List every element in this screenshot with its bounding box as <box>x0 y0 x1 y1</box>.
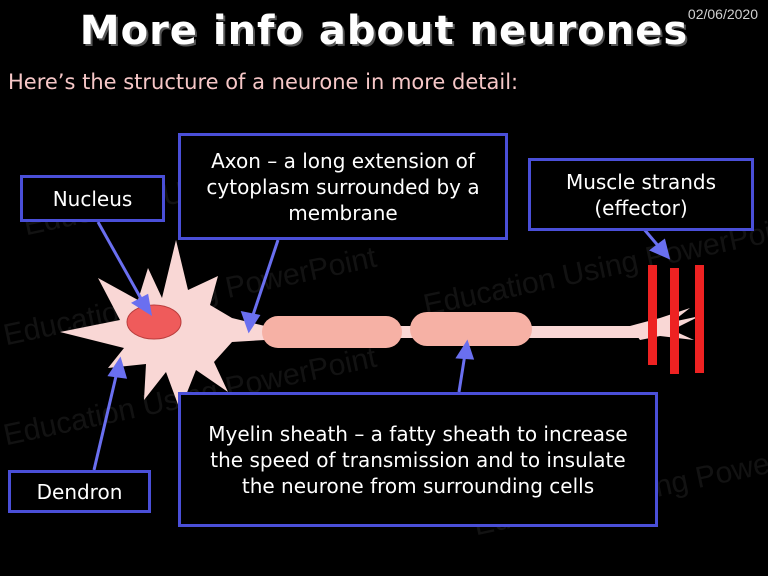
nucleus <box>126 304 182 340</box>
page-subtitle: Here’s the structure of a neurone in mor… <box>8 70 519 94</box>
axon-arrowhead <box>240 311 261 334</box>
myelin-label-text: Myelin sheath – a fatty sheath to increa… <box>208 421 628 498</box>
muscle-strand <box>648 265 657 365</box>
myelin-segment <box>262 316 402 348</box>
myelin-arrowhead <box>455 339 475 360</box>
dendron-label: Dendron <box>8 470 151 513</box>
myelin-segment <box>410 312 532 346</box>
axon-label-text: Axon – a long extension of cytoplasm sur… <box>206 148 480 225</box>
nucleus-arrow <box>96 221 146 305</box>
slide-date: 02/06/2020 <box>687 6 758 22</box>
axon-label: Axon – a long extension of cytoplasm sur… <box>178 133 508 240</box>
nucleus-label-text: Nucleus <box>52 186 133 211</box>
muscle-strand <box>695 265 704 373</box>
muscle-arrowhead <box>649 238 671 260</box>
axon-arrow <box>250 239 280 319</box>
page-title: More info about neurones <box>79 8 689 54</box>
axon-terminal <box>630 308 700 340</box>
nucleus-arrowhead <box>131 293 153 317</box>
muscle-label-text: Muscle strands (effector) <box>565 169 717 220</box>
nucleus-label: Nucleus <box>20 175 165 222</box>
dendron-label-text: Dendron <box>36 479 123 504</box>
dendron-arrow <box>92 371 119 471</box>
myelin-label: Myelin sheath – a fatty sheath to increa… <box>178 392 658 527</box>
dendron-arrowhead <box>107 356 128 379</box>
muscle-strand <box>670 268 679 374</box>
myelin-arrow <box>457 353 467 393</box>
muscle-label: Muscle strands (effector) <box>528 158 754 231</box>
